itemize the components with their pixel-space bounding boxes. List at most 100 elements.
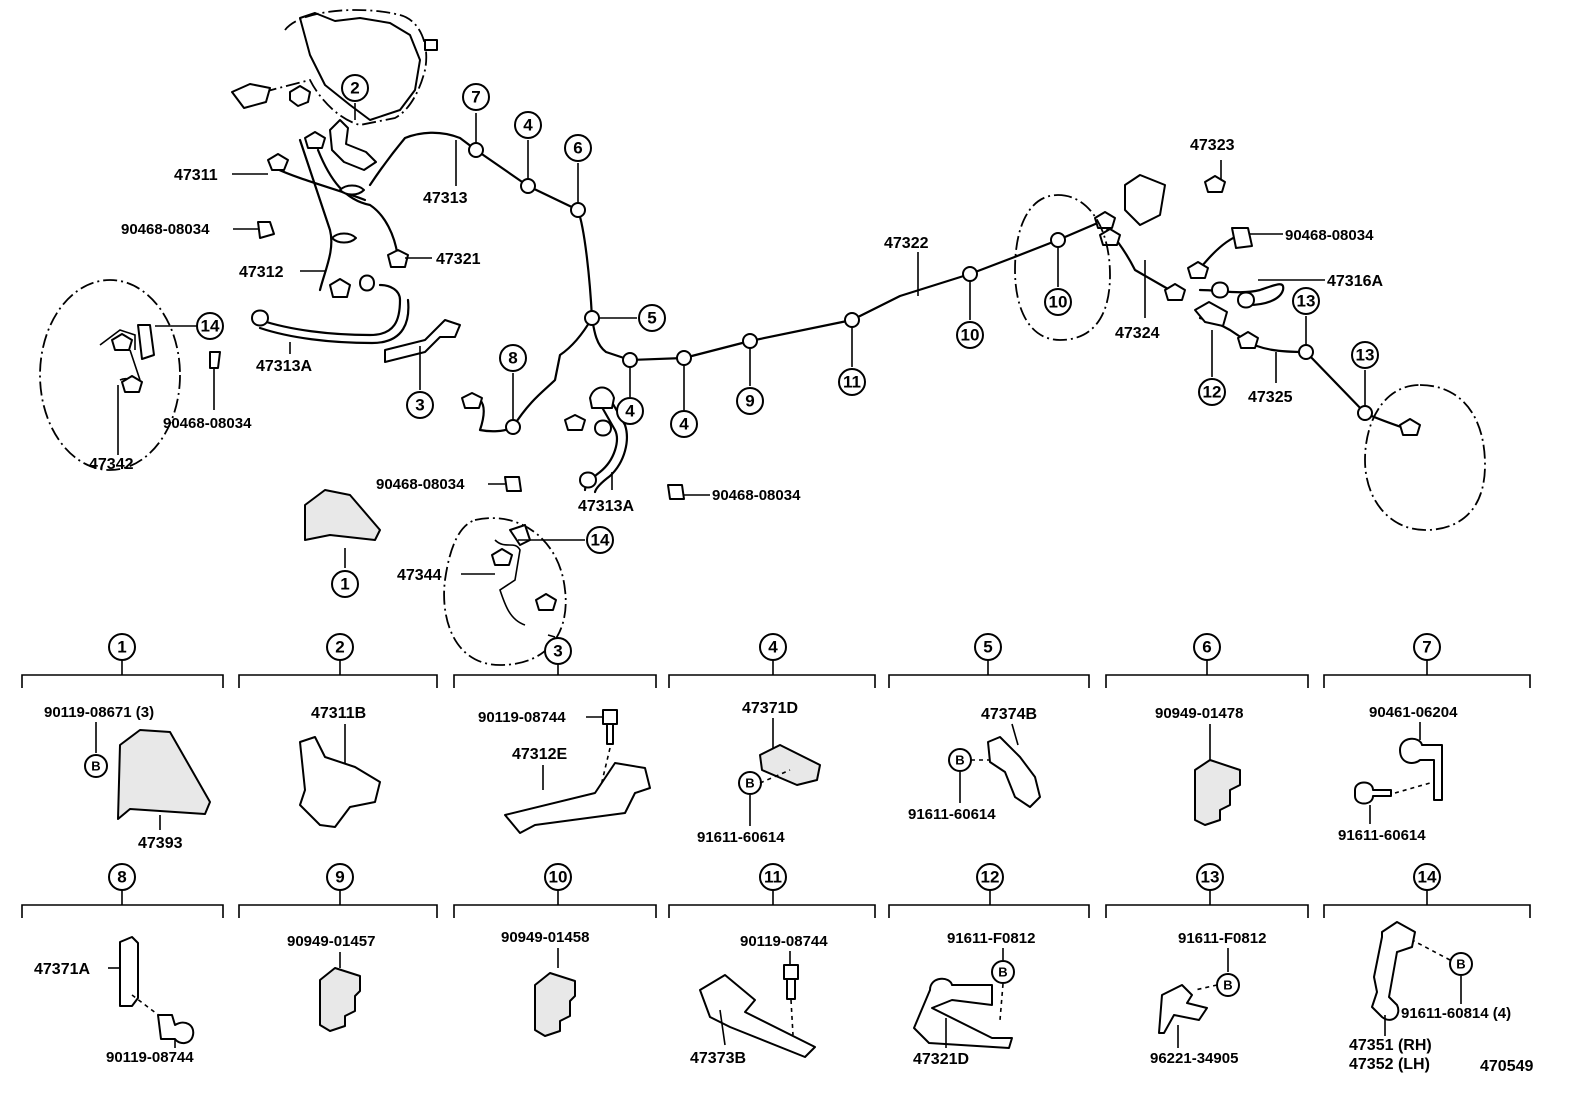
svg-text:B: B [745, 776, 754, 791]
callout-8: 8 [499, 344, 527, 372]
d4-label-2: 91611-60614 [697, 829, 785, 846]
label-90468-e: 90468-08034 [1285, 227, 1374, 244]
brake-lines [258, 131, 1412, 494]
callout-5: 5 [638, 304, 666, 332]
svg-text:8: 8 [508, 349, 517, 368]
label-47312: 47312 [239, 264, 284, 281]
detail-6: 6 [1193, 633, 1221, 661]
callout-14a: 14 [196, 312, 224, 340]
d14-label-3: 47352 (LH) [1349, 1056, 1430, 1073]
label-47323: 47323 [1190, 137, 1235, 154]
d12-label-1: 91611-F0812 [947, 930, 1035, 947]
detail-5: 5 [974, 633, 1002, 661]
d4-badge: B [738, 771, 762, 795]
label-90468-a: 90468-08034 [121, 221, 210, 238]
detail-10: 10 [544, 863, 572, 891]
svg-text:6: 6 [573, 139, 582, 158]
callout-7: 7 [462, 83, 490, 111]
d14-badge: B [1449, 952, 1473, 976]
d13-label-2: 96221-34905 [1150, 1050, 1238, 1067]
svg-text:12: 12 [1203, 383, 1222, 402]
d1-badge: B [84, 754, 108, 778]
detail-1: 1 [108, 633, 136, 661]
svg-text:3: 3 [415, 396, 424, 415]
label-47313a-center: 47313A [578, 498, 634, 515]
label-47325: 47325 [1248, 389, 1293, 406]
svg-text:7: 7 [471, 88, 480, 107]
leader-lines [117, 103, 1366, 638]
d14-label-1: 91611-60814 (4) [1401, 1005, 1511, 1022]
svg-text:4: 4 [679, 415, 689, 434]
d13-badge: B [1216, 973, 1240, 997]
detail-3: 3 [544, 637, 572, 665]
callout-13b: 13 [1351, 341, 1379, 369]
detail-11: 11 [759, 863, 787, 891]
svg-text:B: B [1223, 978, 1232, 993]
svg-text:14: 14 [201, 317, 220, 336]
detail-12: 12 [976, 863, 1004, 891]
svg-text:14: 14 [1418, 868, 1437, 887]
d5-badge: B [948, 748, 972, 772]
d7-label-2: 91611-60614 [1338, 827, 1426, 844]
svg-text:4: 4 [625, 402, 635, 421]
svg-text:9: 9 [335, 868, 344, 887]
label-47313: 47313 [423, 190, 468, 207]
svg-text:B: B [91, 759, 100, 774]
callout-10a: 10 [956, 321, 984, 349]
master-cylinder [231, 9, 438, 126]
label-90468-b: 90468-08034 [163, 415, 252, 432]
svg-text:4: 4 [523, 116, 533, 135]
main-part-numbers: 47311 47313 90468-08034 47312 47321 4731… [89, 137, 1383, 584]
d13-label-1: 91611-F0812 [1178, 930, 1266, 947]
detail-14: 14 [1413, 863, 1441, 891]
d8-label-1: 47371A [34, 961, 90, 978]
svg-text:B: B [1456, 957, 1465, 972]
callout-14b: 14 [586, 526, 614, 554]
d4-label-1: 47371D [742, 700, 798, 717]
d1-label-1: 90119-08671 (3) [44, 704, 154, 721]
label-90468-d: 90468-08034 [712, 487, 801, 504]
callout-4c: 4 [670, 410, 698, 438]
svg-text:10: 10 [1049, 293, 1068, 312]
d5-label-2: 91611-60614 [908, 806, 996, 823]
svg-text:1: 1 [340, 575, 349, 594]
callout-2: 2 [341, 74, 369, 102]
fittings [209, 119, 1421, 541]
svg-text:14: 14 [591, 531, 610, 550]
svg-text:13: 13 [1201, 868, 1220, 887]
callout-4b: 4 [616, 397, 644, 425]
d12-badge: B [991, 960, 1015, 984]
svg-text:10: 10 [549, 868, 568, 887]
svg-text:4: 4 [768, 638, 778, 657]
d8-label-2: 90119-08744 [106, 1049, 194, 1066]
d1-label-2: 47393 [138, 835, 183, 852]
svg-text:11: 11 [764, 868, 782, 887]
svg-text:11: 11 [843, 373, 861, 392]
d12-label-2: 47321D [913, 1051, 969, 1068]
detail-8: 8 [108, 863, 136, 891]
d7-label-1: 90461-06204 [1369, 704, 1458, 721]
d14-label-2: 47351 (RH) [1349, 1037, 1432, 1054]
detail-2: 2 [326, 633, 354, 661]
detail-13: 13 [1196, 863, 1224, 891]
label-47321: 47321 [436, 251, 481, 268]
label-47322: 47322 [884, 235, 929, 252]
svg-text:B: B [998, 965, 1007, 980]
detail-9: 9 [326, 863, 354, 891]
svg-text:2: 2 [335, 638, 344, 657]
detail-7: 7 [1413, 633, 1441, 661]
callouts: 7 4 6 2 5 8 4 4 9 11 10 10 13 13 12 3 14… [196, 74, 1379, 598]
diagram-id: 470549 [1480, 1058, 1533, 1075]
callout-3: 3 [406, 391, 434, 419]
svg-text:10: 10 [961, 326, 980, 345]
svg-text:7: 7 [1422, 638, 1431, 657]
d11-label-2: 47373B [690, 1050, 746, 1067]
callout-4a: 4 [514, 111, 542, 139]
svg-text:8: 8 [117, 868, 126, 887]
svg-text:12: 12 [981, 868, 1000, 887]
label-90468-c: 90468-08034 [376, 476, 465, 493]
svg-text:13: 13 [1297, 292, 1316, 311]
callout-12: 12 [1198, 378, 1226, 406]
d5-label-1: 47374B [981, 706, 1037, 723]
